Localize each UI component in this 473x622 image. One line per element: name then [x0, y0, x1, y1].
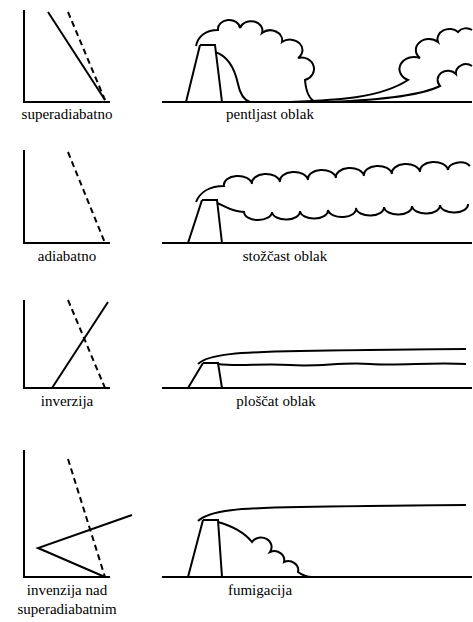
plume-outline — [330, 64, 472, 102]
plume-label: fumigacija — [228, 581, 292, 600]
plume-outline — [215, 52, 250, 102]
ground-line — [162, 576, 472, 578]
plume-label: ploščat oblak — [236, 392, 316, 411]
adiabat-line — [68, 12, 105, 100]
plume-outline — [198, 349, 466, 364]
plume-outline — [198, 505, 466, 521]
plume-outline — [218, 363, 466, 365]
graph-label: adiabatno — [38, 247, 96, 266]
plume-outline — [218, 522, 312, 577]
graph-axes — [24, 10, 110, 102]
lapse-line — [48, 12, 105, 100]
graph-label: inverzija — [41, 392, 93, 411]
plume-label: pentljast oblak — [226, 105, 314, 124]
plume-outline — [196, 20, 316, 102]
plume-outline — [290, 28, 472, 102]
adiabat-line — [68, 300, 105, 388]
graph-axes — [24, 300, 110, 388]
graph-axes — [24, 150, 110, 243]
plume-label: stožčast oblak — [243, 247, 328, 266]
graph-axes — [24, 450, 110, 577]
graph-label: superadiabatno — [22, 105, 113, 124]
adiabat-line — [68, 152, 105, 243]
chimney — [188, 363, 222, 388]
plume-outline — [196, 162, 470, 202]
lapse-line — [38, 515, 132, 577]
graph-label: invenzija nad superadiabatnim — [7, 581, 127, 619]
ground-line — [162, 242, 472, 244]
adiabat-line — [68, 459, 105, 577]
chimney — [188, 200, 222, 243]
plume-outline — [217, 203, 468, 220]
chimney — [188, 520, 222, 577]
ground-line — [162, 387, 472, 389]
